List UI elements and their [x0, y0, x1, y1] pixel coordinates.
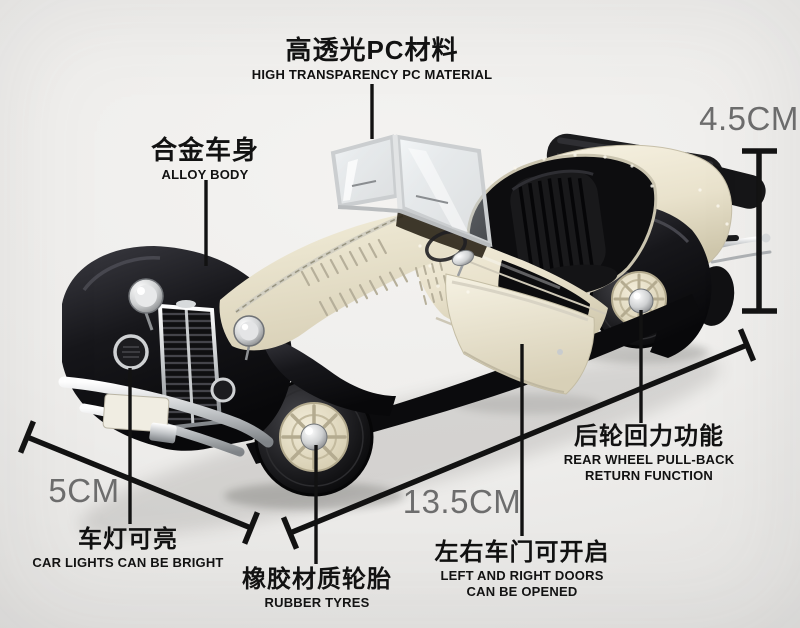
- hood-louvers: [300, 238, 409, 317]
- annotation-pc-material-zh: 高透光PC材料: [285, 35, 459, 65]
- fender-horn-ring: [113, 334, 149, 370]
- annotation-car-lights: 车灯可亮 CAR LIGHTS CAN BE BRIGHT: [32, 527, 223, 571]
- annotation-rubber-tyres: 橡胶材质轮胎 RUBBER TYRES: [242, 567, 392, 611]
- annotation-doors-open-en2: CAN BE OPENED: [466, 583, 578, 599]
- annotation-rear-wheel-zh: 后轮回力功能: [574, 423, 724, 450]
- annotation-rear-wheel-en1: REAR WHEEL PULL-BACK: [563, 452, 735, 468]
- dimension-height-label: 4.5CM: [699, 100, 799, 137]
- dimension-line-width: [18, 420, 260, 545]
- annotation-doors-open: 左右车门可开启 LEFT AND RIGHT DOORS CAN BE OPEN…: [435, 540, 610, 599]
- annotation-alloy-body-en: ALLOY BODY: [161, 167, 249, 183]
- annotation-rubber-tyres-en: RUBBER TYRES: [264, 595, 370, 611]
- annotation-pc-material: 高透光PC材料 HIGH TRANSPARENCY PC MATERIAL: [251, 35, 493, 83]
- annotation-pc-material-en: HIGH TRANSPARENCY PC MATERIAL: [251, 67, 493, 83]
- annotation-doors-open-en1: LEFT AND RIGHT DOORS: [440, 568, 604, 584]
- rivets: [418, 153, 729, 294]
- dimension-width-label: 5CM: [48, 472, 120, 509]
- annotation-rubber-tyres-zh: 橡胶材质轮胎: [242, 566, 392, 593]
- annotation-doors-open-zh: 左右车门可开启: [434, 539, 610, 566]
- annotation-rear-wheel-pullback: 后轮回力功能 REAR WHEEL PULL-BACK RETURN FUNCT…: [564, 424, 735, 483]
- annotation-rear-wheel-en2: RETURN FUNCTION: [585, 467, 713, 483]
- windshield: [330, 134, 493, 248]
- annotation-alloy-body-zh: 合金车身: [150, 135, 260, 165]
- fender-ring-small: [210, 377, 236, 403]
- headlight-left: [128, 278, 164, 331]
- dimension-line-length: [280, 328, 757, 550]
- open-door: [445, 273, 595, 395]
- annotation-car-lights-en: CAR LIGHTS CAN BE BRIGHT: [32, 555, 224, 571]
- headlight-right: [233, 315, 265, 361]
- front-rim: [279, 402, 349, 472]
- annotation-alloy-body: 合金车身 ALLOY BODY: [150, 135, 260, 183]
- front-bumper: [58, 376, 274, 457]
- steering-wheel: [425, 230, 467, 262]
- door-handle: [557, 349, 563, 355]
- annotation-car-lights-zh: 车灯可亮: [77, 526, 178, 553]
- dimension-length-label: 13.5CM: [402, 483, 522, 520]
- side-lamp: [451, 249, 475, 277]
- dimension-line-height: [742, 148, 777, 314]
